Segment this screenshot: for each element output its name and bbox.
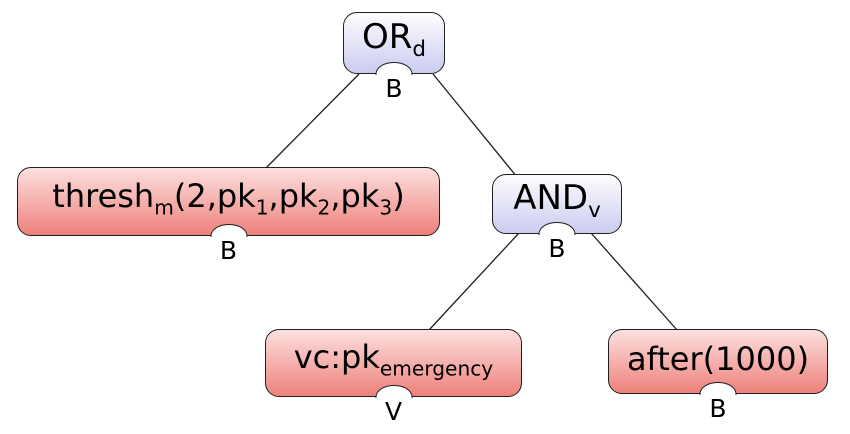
node-thresh-port-notch — [210, 223, 247, 237]
node-vcpk-label: vc:pkemergency — [293, 338, 494, 381]
node-vcpk: vc:pkemergency V — [265, 329, 522, 424]
edge-and-vcpk — [428, 232, 520, 331]
node-and: ANDv B — [492, 174, 622, 261]
node-or-label: ORd — [362, 16, 426, 62]
edge-or-and — [432, 73, 518, 178]
node-and-label: ANDv — [513, 177, 601, 223]
node-vcpk-port-label: V — [384, 397, 403, 426]
node-thresh: threshm(2,pk1,pk2,pk3) B — [17, 167, 440, 263]
node-after-label: after(1000) — [626, 339, 810, 378]
node-after-port-label: B — [709, 394, 727, 423]
edge-and-after — [590, 232, 678, 331]
node-after: after(1000) B — [608, 329, 828, 421]
node-or: ORd B — [343, 12, 445, 101]
node-thresh-label: threshm(2,pk1,pk2,pk3) — [52, 176, 405, 220]
node-and-port-label: B — [548, 234, 566, 263]
edge-or-thresh — [265, 73, 360, 169]
node-after-port-notch — [699, 381, 737, 395]
node-vcpk-port-notch — [375, 384, 412, 398]
node-thresh-port-label: B — [219, 236, 238, 265]
node-or-port-label: B — [385, 74, 403, 103]
